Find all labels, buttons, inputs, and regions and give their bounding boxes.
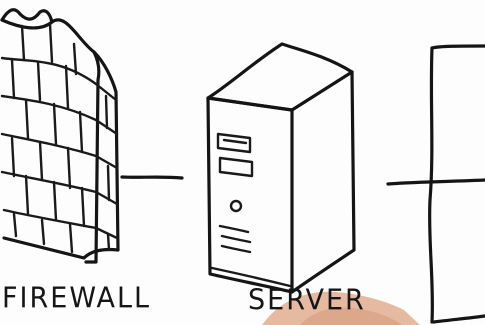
server-label: SERVER [248, 284, 366, 317]
server-tower-icon [208, 44, 354, 292]
network-branch-icon [430, 46, 485, 322]
firewall-label: FIREWALL [2, 282, 151, 315]
edge-firewall-server [122, 177, 182, 178]
brick-wall-icon [2, 10, 118, 262]
edge-server-network [388, 180, 485, 184]
